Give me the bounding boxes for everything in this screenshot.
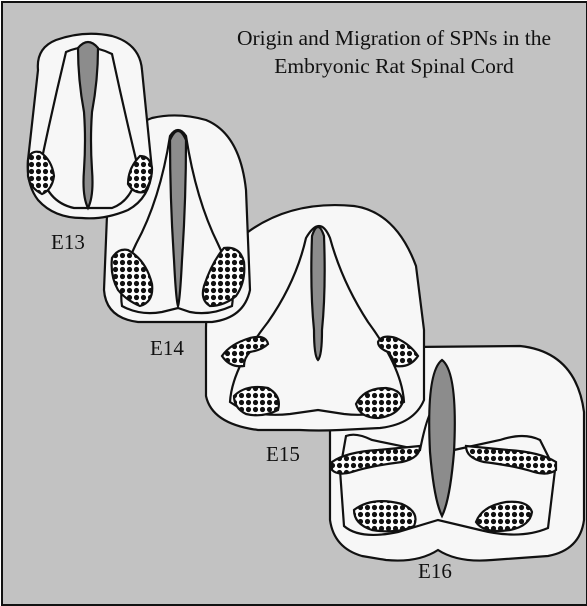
stage-label-e15: E15: [266, 444, 300, 465]
e15-central-canal: [311, 227, 324, 360]
e15-motor-left: [234, 387, 279, 415]
section-e13: [28, 34, 152, 219]
figure-title-line-1: Origin and Migration of SPNs in the: [198, 24, 587, 52]
stage-label-e13: E13: [51, 232, 85, 253]
figure-title-line-2: Embryonic Rat Spinal Cord: [198, 52, 587, 80]
figure-title: Origin and Migration of SPNs in the Embr…: [198, 24, 587, 80]
e16-motor-left: [354, 501, 416, 531]
stage-label-e14: E14: [150, 338, 184, 359]
stage-label-e16: E16: [418, 561, 452, 582]
